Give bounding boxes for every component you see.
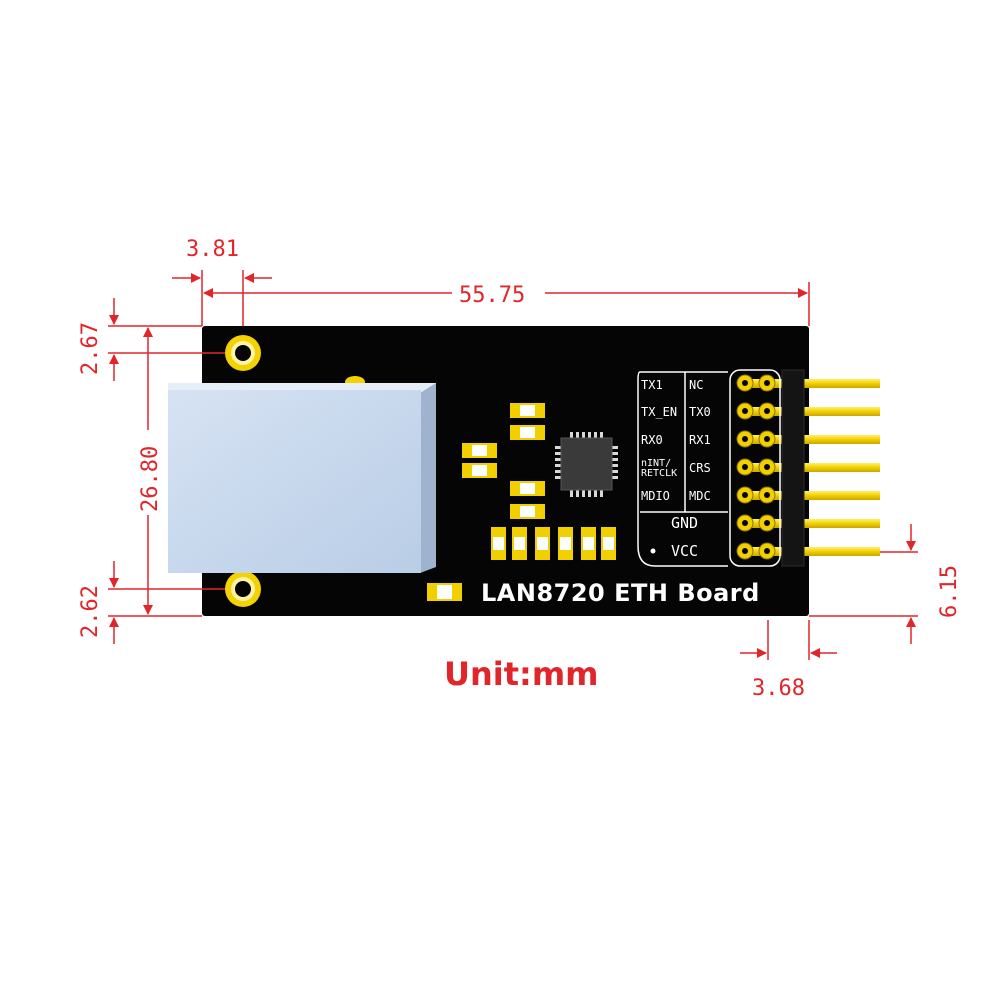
- smd-pair-2: [462, 443, 497, 478]
- pin-label-mdc: MDC: [689, 489, 711, 503]
- pin-label-nc: NC: [689, 378, 703, 392]
- pin-label-retclk: RETCLK: [641, 468, 677, 479]
- header-silk-outline: [729, 369, 781, 567]
- smd-led: [427, 583, 462, 601]
- pin-label-gnd: GND: [671, 514, 698, 532]
- phy-chip: [555, 432, 618, 497]
- dim-pin-row-height: 6.15: [937, 565, 962, 618]
- pin-label-tx-en: TX_EN: [641, 405, 677, 419]
- pin-label-vcc: VCC: [671, 542, 698, 560]
- smd-pair-3: [510, 481, 545, 519]
- header-pin-2: [744, 407, 880, 416]
- smd-pair-1: [510, 403, 545, 440]
- pin1-marker-dot: [650, 548, 656, 554]
- pin-label-nint: nINT/: [641, 458, 671, 469]
- smd-components: [427, 403, 616, 601]
- header-housing: [781, 369, 805, 567]
- dim-board-length: 55.75: [459, 283, 525, 308]
- header-pin-6: [744, 519, 880, 528]
- pin-label-rx1: RX1: [689, 433, 711, 447]
- dimension-lines: [108, 270, 918, 660]
- pin-label-tx0: TX0: [689, 405, 711, 419]
- rj45-jack: [168, 383, 436, 573]
- pin-label-tx1: TX1: [641, 378, 663, 392]
- pin-label-rx0: RX0: [641, 433, 663, 447]
- header-pin-7: [744, 547, 880, 556]
- header-pads: [736, 374, 776, 560]
- dim-top-hole-offset: 2.67: [78, 322, 103, 375]
- dim-pin-pitch: 3.68: [752, 676, 805, 701]
- header-pin-5: [744, 491, 880, 500]
- unit-label: Unit:mm: [444, 655, 599, 693]
- mounting-hole-bottom: [225, 571, 261, 607]
- header-pin-3: [744, 435, 880, 444]
- pin-label-table: [637, 371, 728, 567]
- pin-label-crs: CRS: [689, 461, 711, 475]
- mounting-hole-top: [225, 335, 261, 371]
- smd-vertical-row: [491, 527, 616, 560]
- dim-hole-offset-x: 3.81: [186, 237, 239, 262]
- header-pin-1: [744, 379, 880, 388]
- pin-label-mdio: MDIO: [641, 489, 670, 503]
- header-pad-holes: [742, 380, 770, 554]
- header-pin-4: [744, 463, 880, 472]
- header-pins: [744, 379, 880, 556]
- board-title: LAN8720 ETH Board: [481, 579, 760, 607]
- dim-bottom-hole-offset: 2.62: [78, 585, 103, 638]
- dim-jack-height: 26.80: [138, 446, 163, 512]
